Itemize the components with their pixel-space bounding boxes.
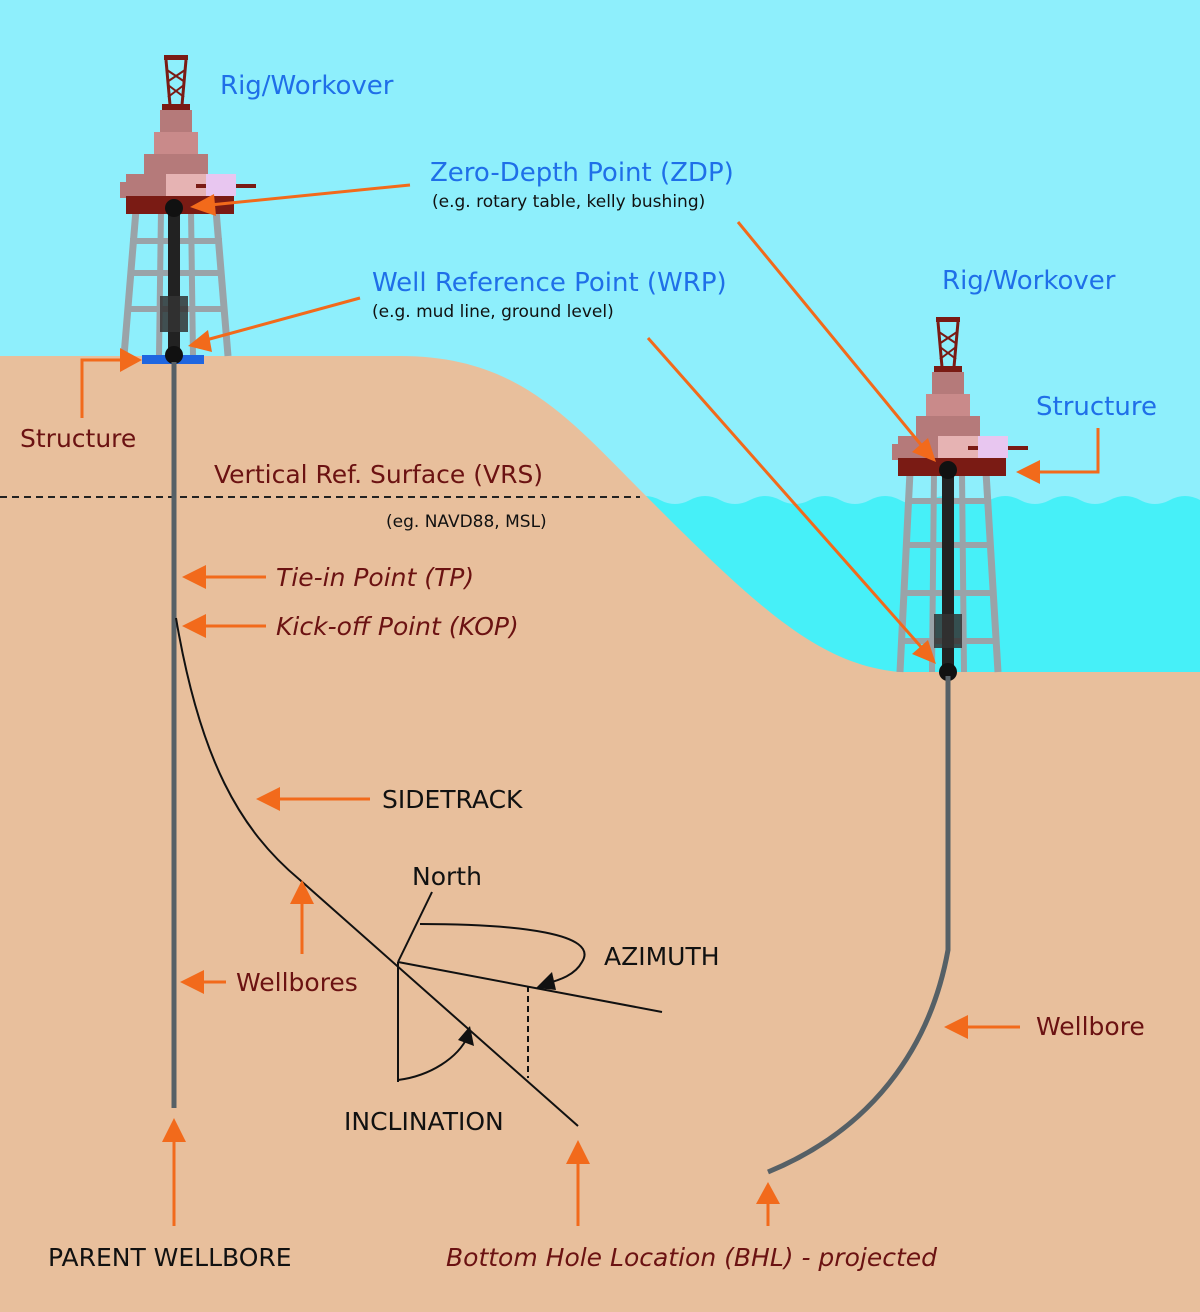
structure-right-label: Structure — [1036, 392, 1157, 422]
rig-right-label: Rig/Workover — [942, 266, 1116, 296]
bhl-label: Bottom Hole Location (BHL) - projected — [446, 1243, 937, 1272]
structure-left-label: Structure — [20, 424, 136, 453]
north-label: North — [412, 862, 482, 891]
sidetrack-label: SIDETRACK — [382, 785, 523, 814]
right-bop — [934, 614, 962, 648]
kick-off-label: Kick-off Point (KOP) — [276, 612, 519, 641]
left-riser — [168, 210, 180, 356]
wrp-title: Well Reference Point (WRP) — [372, 268, 727, 298]
right-wrp-marker — [939, 663, 957, 681]
seabed-ground — [0, 356, 1200, 1312]
zdp-title: Zero-Depth Point (ZDP) — [430, 158, 734, 188]
vrs-title: Vertical Ref. Surface (VRS) — [214, 460, 543, 489]
wellbores-label: Wellbores — [236, 968, 358, 997]
annotation-arrows — [80, 183, 1100, 1226]
inclination-label: INCLINATION — [344, 1107, 504, 1136]
parent-wellbore-label: PARENT WELLBORE — [48, 1243, 292, 1272]
tie-in-label: Tie-in Point (TP) — [276, 563, 474, 592]
wellbore-right-label: Wellbore — [1036, 1012, 1145, 1041]
left-bop — [160, 296, 188, 332]
right-zdp-marker — [939, 461, 957, 479]
right-wellbore-line — [767, 676, 951, 1175]
azimuth-label: AZIMUTH — [604, 942, 720, 971]
inclination-azimuth-geometry — [397, 891, 663, 1082]
zdp-note: (e.g. rotary table, kelly bushing) — [432, 192, 705, 212]
left-zdp-marker — [165, 199, 183, 217]
sidetrack-line — [175, 617, 579, 1127]
wrp-note: (e.g. mud line, ground level) — [372, 302, 614, 322]
left-wrp-marker — [165, 346, 183, 364]
rig-left-label: Rig/Workover — [220, 71, 394, 101]
vrs-note: (eg. NAVD88, MSL) — [386, 512, 547, 532]
